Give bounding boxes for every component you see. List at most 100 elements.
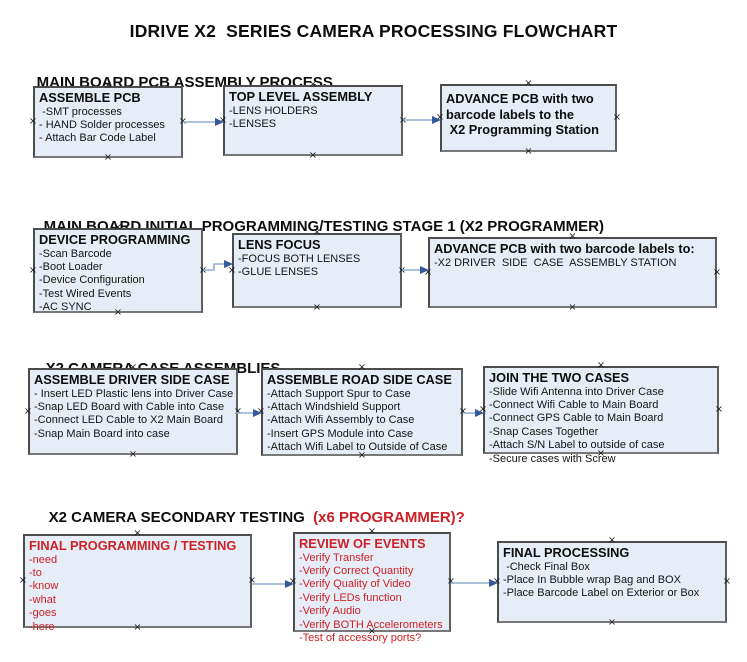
box-items: -X2 DRIVER SIDE CASE ASSEMBLY STATION (434, 257, 713, 270)
box-items: -Scan Barcode-Boot Loader-Device Configu… (39, 248, 199, 315)
box-item: -Test of accessory ports? (299, 632, 422, 645)
box-item: -what (29, 593, 56, 606)
flow-box-top-level-assembly[interactable]: TOP LEVEL ASSEMBLY -LENS HOLDERS-LENSES … (219, 80, 407, 161)
box-items: -FOCUS BOTH LENSES-GLUE LENSES (238, 253, 398, 280)
flow-box-lens-focus[interactable]: LENS FOCUS -FOCUS BOTH LENSES-GLUE LENSE… (228, 228, 406, 313)
connector-arrow (236, 409, 262, 417)
connector-arrow (183, 118, 224, 126)
box-item: -X2 DRIVER SIDE CASE ASSEMBLY STATION (434, 256, 677, 269)
box-item: -SMT processes (39, 105, 122, 118)
connection-point-marker: × (714, 404, 724, 415)
connection-point-marker: × (28, 116, 38, 127)
box-item: -need (29, 553, 58, 566)
connection-point-marker: × (128, 449, 138, 460)
box-item: -Connect GPS Cable to Main Board (489, 412, 664, 425)
flow-box-assemble-road-side-case[interactable]: ASSEMBLE ROAD SIDE CASE -Attach Support … (257, 363, 467, 461)
connection-point-marker: × (312, 302, 322, 313)
connection-point-marker: × (612, 112, 622, 123)
box-item: -Connect Wifi Cable to Main Board (489, 399, 659, 412)
flow-box-assemble-pcb[interactable]: ASSEMBLE PCB -SMT processes- HAND Solder… (29, 81, 187, 163)
box-item: - Attach Bar Code Label (39, 132, 156, 145)
box-item: -Verify Correct Quantity (299, 565, 414, 578)
connector-arrow (252, 580, 294, 588)
box-title: FINAL PROGRAMMING / TESTING (29, 538, 237, 553)
box-item: -Test Wired Events (39, 287, 132, 300)
flow-box-device-programming[interactable]: DEVICE PROGRAMMING -Scan Barcode-Boot Lo… (29, 223, 207, 318)
box-item: -LENS HOLDERS (229, 104, 318, 117)
flow-box-final-programming-testing[interactable]: FINAL PROGRAMMING / TESTING -need-to-kno… (19, 529, 256, 633)
connector-arrow (403, 116, 441, 124)
box-item: -Verify Quality of Video (299, 578, 411, 591)
box-item: -Attach Windshield Support (267, 401, 401, 414)
connector-arrow (463, 409, 484, 417)
box-items: -SMT processes- HAND Solder processes- A… (39, 106, 179, 146)
box-item: -to (29, 567, 42, 580)
flow-box-assemble-driver-side-case[interactable]: ASSEMBLE DRIVER SIDE CASE - Insert LED P… (24, 363, 242, 460)
connection-point-marker: × (722, 576, 732, 587)
connection-point-marker: × (308, 150, 318, 161)
box-title: DEVICE PROGRAMMING (39, 232, 191, 247)
connection-point-marker: × (18, 575, 28, 586)
box-title: REVIEW OF EVENTS (299, 536, 426, 551)
flow-box-advance-pcb-programming-station[interactable]: ADVANCE PCB with two barcode labels to t… (436, 79, 621, 157)
box-item: -AC SYNC (39, 301, 92, 314)
box-item: -Verify Audio (299, 605, 361, 618)
box-title: FINAL PROCESSING (503, 545, 630, 560)
box-item: -Snap Cases Together (489, 425, 599, 438)
box-items: -need-to-know-what-goes-here (29, 554, 248, 634)
box-items: - Insert LED Plastic lens into Driver Ca… (34, 388, 234, 442)
box-items: -Check Final Box-Place In Bubble wrap Ba… (503, 561, 723, 601)
flow-box-advance-pcb-driver-side-station[interactable]: ADVANCE PCB with two barcode labels to: … (424, 232, 721, 313)
box-item: -Scan Barcode (39, 247, 112, 260)
box-item: -Slide Wifi Antenna into Driver Case (489, 385, 664, 398)
box-title: ASSEMBLE DRIVER SIDE CASE (34, 372, 230, 387)
connection-point-marker: × (524, 78, 533, 89)
connection-point-marker: × (103, 152, 113, 163)
box-item: -Insert GPS Module into Case (267, 427, 414, 440)
box-item: -Secure cases with Screw (489, 452, 616, 465)
box-title: JOIN THE TWO CASES (489, 370, 630, 385)
box-item: -FOCUS BOTH LENSES (238, 252, 361, 265)
box-item: -GLUE LENSES (238, 266, 319, 279)
box-title: TOP LEVEL ASSEMBLY (229, 89, 373, 104)
connection-point-marker: × (28, 264, 38, 276)
connector-elbow-arrow (203, 260, 233, 271)
box-item: -Snap LED Board with Cable into Case (34, 401, 225, 414)
connection-point-marker: × (524, 146, 533, 157)
connector-arrow (402, 266, 429, 274)
page-title: IDRIVE X2 SERIES CAMERA PROCESSING FLOWC… (129, 21, 618, 41)
box-title: ADVANCE PCB with two barcode labels to: (434, 241, 695, 256)
box-item: -here (29, 620, 55, 633)
flow-box-join-the-two-cases[interactable]: JOIN THE TWO CASES -Slide Wifi Antenna i… (479, 361, 723, 465)
box-items: -Slide Wifi Antenna into Driver Case-Con… (489, 386, 715, 466)
box-items: -Attach Support Spur to Case-Attach Wind… (267, 388, 459, 455)
box-items: -Verify Transfer-Verify Correct Quantity… (299, 552, 447, 646)
box-item: -Verify LEDs function (299, 591, 402, 604)
box-title: LENS FOCUS (238, 237, 321, 252)
box-item: -Attach S/N Label to outside of case (489, 439, 665, 452)
flow-box-review-of-events[interactable]: REVIEW OF EVENTS -Verify Transfer-Verify… (289, 527, 455, 645)
connection-point-marker: × (607, 617, 617, 628)
box-item: -Attach Support Spur to Case (267, 387, 411, 400)
flow-box-final-processing[interactable]: FINAL PROCESSING -Check Final Box-Place … (493, 536, 731, 628)
section-heading-text: X2 CAMERA SECONDARY TESTING (48, 509, 309, 526)
box-item: -Connect LED Cable to X2 Main Board (34, 414, 223, 427)
connection-point-marker: × (568, 302, 577, 313)
box-items: -LENS HOLDERS-LENSES (229, 105, 399, 132)
section-heading-red-text: (x6 PROGRAMMER)? (308, 509, 465, 526)
box-item: -Device Configuration (39, 274, 145, 287)
box-item: - HAND Solder processes (39, 119, 165, 132)
section-heading-secondary-testing: X2 CAMERA SECONDARY TESTING (x6 PROGRAMM… (32, 492, 465, 543)
box-item: -goes (29, 607, 57, 620)
box-item: -Attach Wifi Label to Outside of Case (267, 441, 448, 454)
box-title: ADVANCE PCB with two barcode labels to t… (446, 91, 599, 138)
box-item: -Attach Wifi Assembly to Case (267, 414, 415, 427)
box-item: -know (29, 580, 59, 593)
box-item: -LENSES (229, 118, 277, 131)
box-title: ASSEMBLE ROAD SIDE CASE (267, 372, 452, 387)
box-item: -Verify BOTH Accelerometers (299, 618, 443, 631)
connection-point-marker: × (712, 266, 722, 278)
box-item: -Snap Main Board into case (34, 427, 170, 440)
box-item: -Place Barcode Label on Exterior or Box (503, 587, 700, 600)
